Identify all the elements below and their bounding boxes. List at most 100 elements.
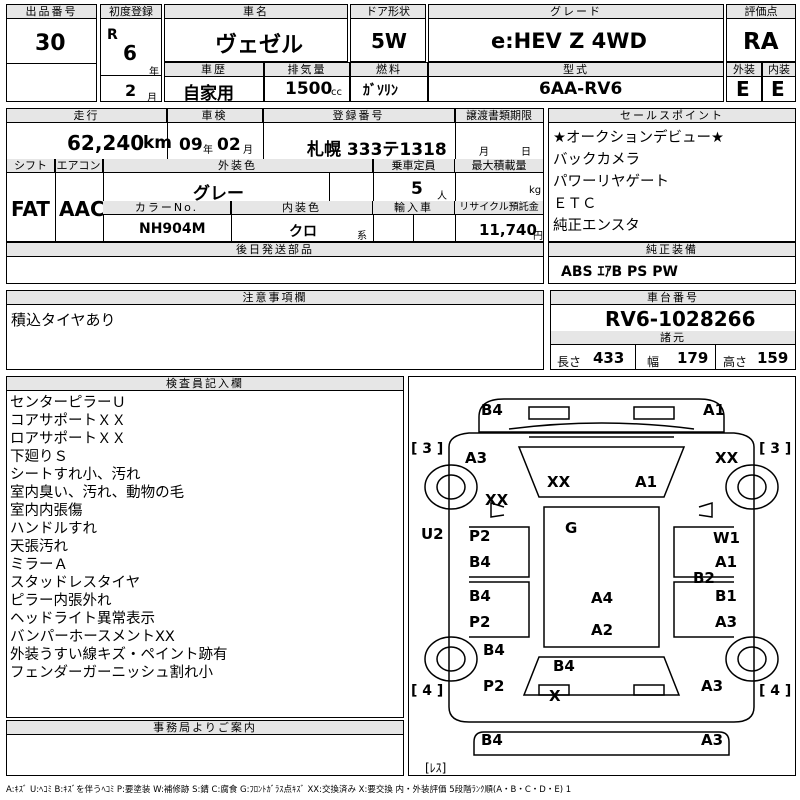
model-value: 6AA-RV6	[539, 79, 623, 99]
mark-a3-right: A3	[715, 613, 738, 631]
inspector-item: センターピラーＵ	[10, 395, 126, 411]
lot-number: 30	[35, 31, 66, 56]
inspector-item: 室内内張傷	[10, 503, 83, 519]
inspection-month-unit: 月	[243, 145, 253, 156]
office-label: 事務局よりご案内	[7, 721, 403, 735]
mark-a3-bottom-right: A3	[701, 731, 724, 749]
inspection-month: 02	[217, 135, 241, 155]
recycle-value: 11,740	[479, 221, 537, 239]
fuel-value: ｶﾞｿﾘﾝ	[363, 83, 398, 99]
displacement-label: 排気量	[265, 63, 349, 77]
specs-label: 諸元	[551, 331, 795, 345]
mark-b4-left-1: B4	[469, 553, 491, 571]
grade-box: グレード e:HEV Z 4WD	[428, 4, 724, 62]
mark-b1: B1	[715, 587, 737, 605]
door-value: 5W	[371, 29, 407, 53]
grade-value: e:HEV Z 4WD	[491, 29, 647, 53]
legend-text: A:ｷｽﾞ U:ﾍｺﾐ B:ｷｽﾞを伴うﾍｺﾐ P:要塗装 W:補修跡 S:錆 …	[6, 785, 572, 795]
inspector-item: 外装うすい線キズ・ペイント跡有	[10, 647, 228, 663]
height-value: 159	[757, 349, 789, 367]
genuine-box: 純正装備 ABS ｴｱB PS PW	[548, 242, 796, 284]
car-name-value: ヴェゼル	[215, 33, 304, 58]
mileage-label: 走行	[7, 109, 167, 123]
first-reg-month-unit: 月	[147, 93, 157, 104]
inspection-year-unit: 年	[203, 145, 213, 156]
registration-value: 札幌 333テ1318	[307, 140, 447, 160]
score-value: RA	[743, 29, 779, 55]
notes-label: 注意事項欄	[7, 291, 543, 305]
mark-a1-right-1: A1	[715, 553, 738, 571]
door-box: ドア形状 5W	[350, 4, 426, 62]
inspector-item: ミラーＡ	[10, 557, 68, 573]
int-color-unit: 系	[357, 231, 367, 242]
mark-xx-left: XX	[485, 491, 509, 509]
model-label: 型式	[429, 63, 723, 77]
height-label: 高さ	[723, 355, 748, 369]
import-label: 輸入車	[373, 201, 455, 215]
displacement-box: 排気量 1500 cc	[264, 62, 350, 102]
sales-point-item: ★オークションデビュー★	[553, 130, 724, 146]
inspector-item: 室内臭い、汚れ、動物の毛	[10, 485, 185, 501]
inspector-item: 天張汚れ	[10, 539, 68, 555]
mark-a1-center: A1	[635, 473, 658, 491]
recycle-label: リサイクル預託金	[455, 201, 543, 215]
tire-front-left: [ 3 ]	[411, 441, 444, 457]
notes-value: 積込タイヤあり	[11, 311, 116, 329]
max-load-label: 最大積載量	[455, 159, 543, 173]
inspector-item: シートすれ小、汚れ	[10, 467, 141, 483]
inspection-year: 09	[179, 135, 203, 155]
car-outline-drawing	[424, 398, 779, 756]
shift-label: シフト	[7, 159, 55, 173]
history-label: 車歴	[165, 63, 263, 77]
genuine-label: 純正装備	[549, 243, 795, 257]
sales-points-box: セールスポイント ★オークションデビュー★ バックカメラ パワーリヤゲート ＥＴ…	[548, 108, 796, 242]
inspector-item: コアサポートＸＸ	[10, 413, 126, 429]
interior-grade-box: 内装 E	[762, 62, 796, 102]
mark-b4-bottom-left: B4	[481, 731, 503, 749]
width-label: 幅	[647, 355, 660, 369]
interior-grade-value: E	[771, 77, 785, 101]
spare-tire: [ﾚｽ]	[425, 761, 447, 775]
mark-u2: U2	[421, 525, 444, 543]
aircon-label: エアコン	[55, 159, 103, 173]
mileage-unit: km	[143, 133, 173, 153]
sales-point-item: 純正エンスタ	[553, 218, 640, 234]
mark-p2-left-2: P2	[469, 613, 491, 631]
mark-a3-left: A3	[465, 449, 488, 467]
notes-box: 注意事項欄 積込タイヤあり	[6, 290, 544, 370]
int-color-label: 内装色	[231, 201, 373, 215]
tire-rear-right: [ 4 ]	[759, 683, 792, 699]
score-label: 評価点	[727, 5, 795, 19]
first-reg-month: 2	[125, 81, 137, 100]
max-load-unit: kg	[529, 185, 542, 196]
ext-color-label: 外装色	[103, 159, 373, 173]
sales-point-item: バックカメラ	[553, 152, 640, 168]
mark-b4-front-left: B4	[481, 401, 503, 419]
shift-value: FAT	[11, 197, 50, 221]
inspector-label: 検査員記入欄	[7, 377, 403, 391]
inspector-item: フェンダーガーニッシュ割れ小	[10, 665, 213, 681]
mark-g: G	[565, 519, 578, 537]
first-reg-year-unit: 年	[149, 67, 159, 78]
spec-block: 走行 車検 登録番号 譲渡書類期限 62,240 km 09 年 02 月 札幌…	[6, 108, 544, 242]
mark-b4-left-2: B4	[469, 587, 491, 605]
recycle-unit: 円	[533, 231, 543, 242]
mark-a2: A2	[591, 621, 614, 639]
later-parts-label: 後日発送部品	[7, 243, 543, 257]
exterior-grade-box: 外装 E	[726, 62, 762, 102]
int-color-value: クロ	[289, 224, 317, 240]
capacity-label: 乗車定員	[373, 159, 455, 173]
mark-a3-right-2: A3	[701, 677, 724, 695]
model-box: 型式 6AA-RV6	[428, 62, 724, 102]
inspector-item: ヘッドライト異常表示	[10, 611, 155, 627]
grade-label: グレード	[429, 5, 723, 19]
displacement-value: 1500	[285, 79, 333, 99]
capacity-unit: 人	[437, 191, 447, 202]
history-box: 車歴 自家用	[164, 62, 264, 104]
score-box: 評価点 RA	[726, 4, 796, 62]
mark-a1-front-right: A1	[703, 401, 726, 419]
tire-front-right: [ 3 ]	[759, 441, 792, 457]
chassis-box: 車台番号 RV6-1028266 諸元 長さ 433 幅 179 高さ 159	[550, 290, 796, 370]
genuine-value: ABS ｴｱB PS PW	[561, 264, 678, 280]
registration-label: 登録番号	[263, 109, 455, 123]
